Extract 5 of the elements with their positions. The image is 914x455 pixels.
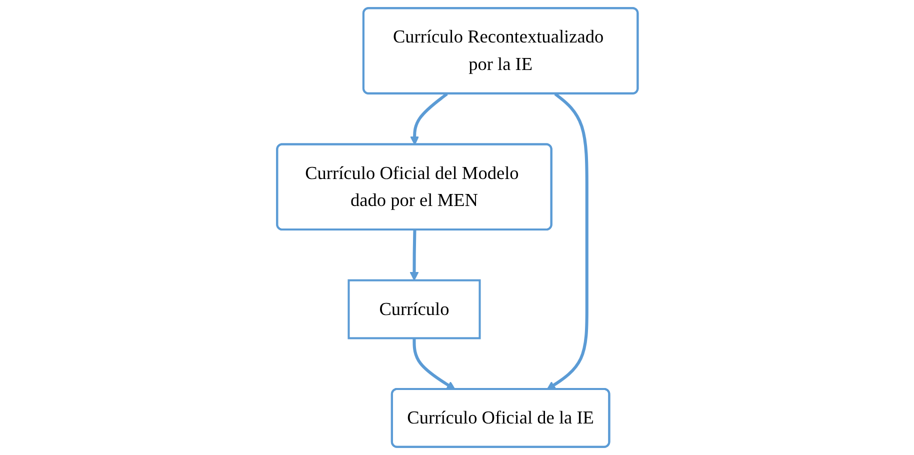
arrow bbox=[409, 230, 418, 281]
arrow bbox=[412, 338, 456, 390]
arrow bbox=[410, 92, 448, 146]
arrow bbox=[546, 92, 588, 390]
node-box: Currículo bbox=[347, 279, 480, 340]
